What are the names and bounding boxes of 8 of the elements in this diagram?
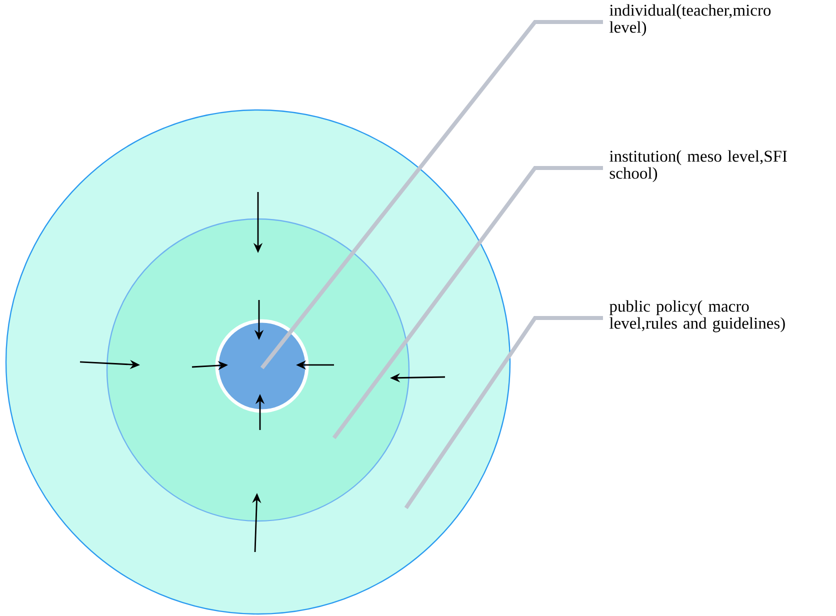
leader-line [404,316,603,510]
middle-ring [106,218,410,522]
inner-circle [215,319,309,413]
callout-text: institution( meso level,SFI school) [610,150,787,182]
leader-line [332,166,603,440]
callout-text: individual(teacher,micro level) [610,4,771,36]
callout-text: public policy( macro level,rules and guidelines) [609,300,785,332]
leader-line [260,20,603,370]
